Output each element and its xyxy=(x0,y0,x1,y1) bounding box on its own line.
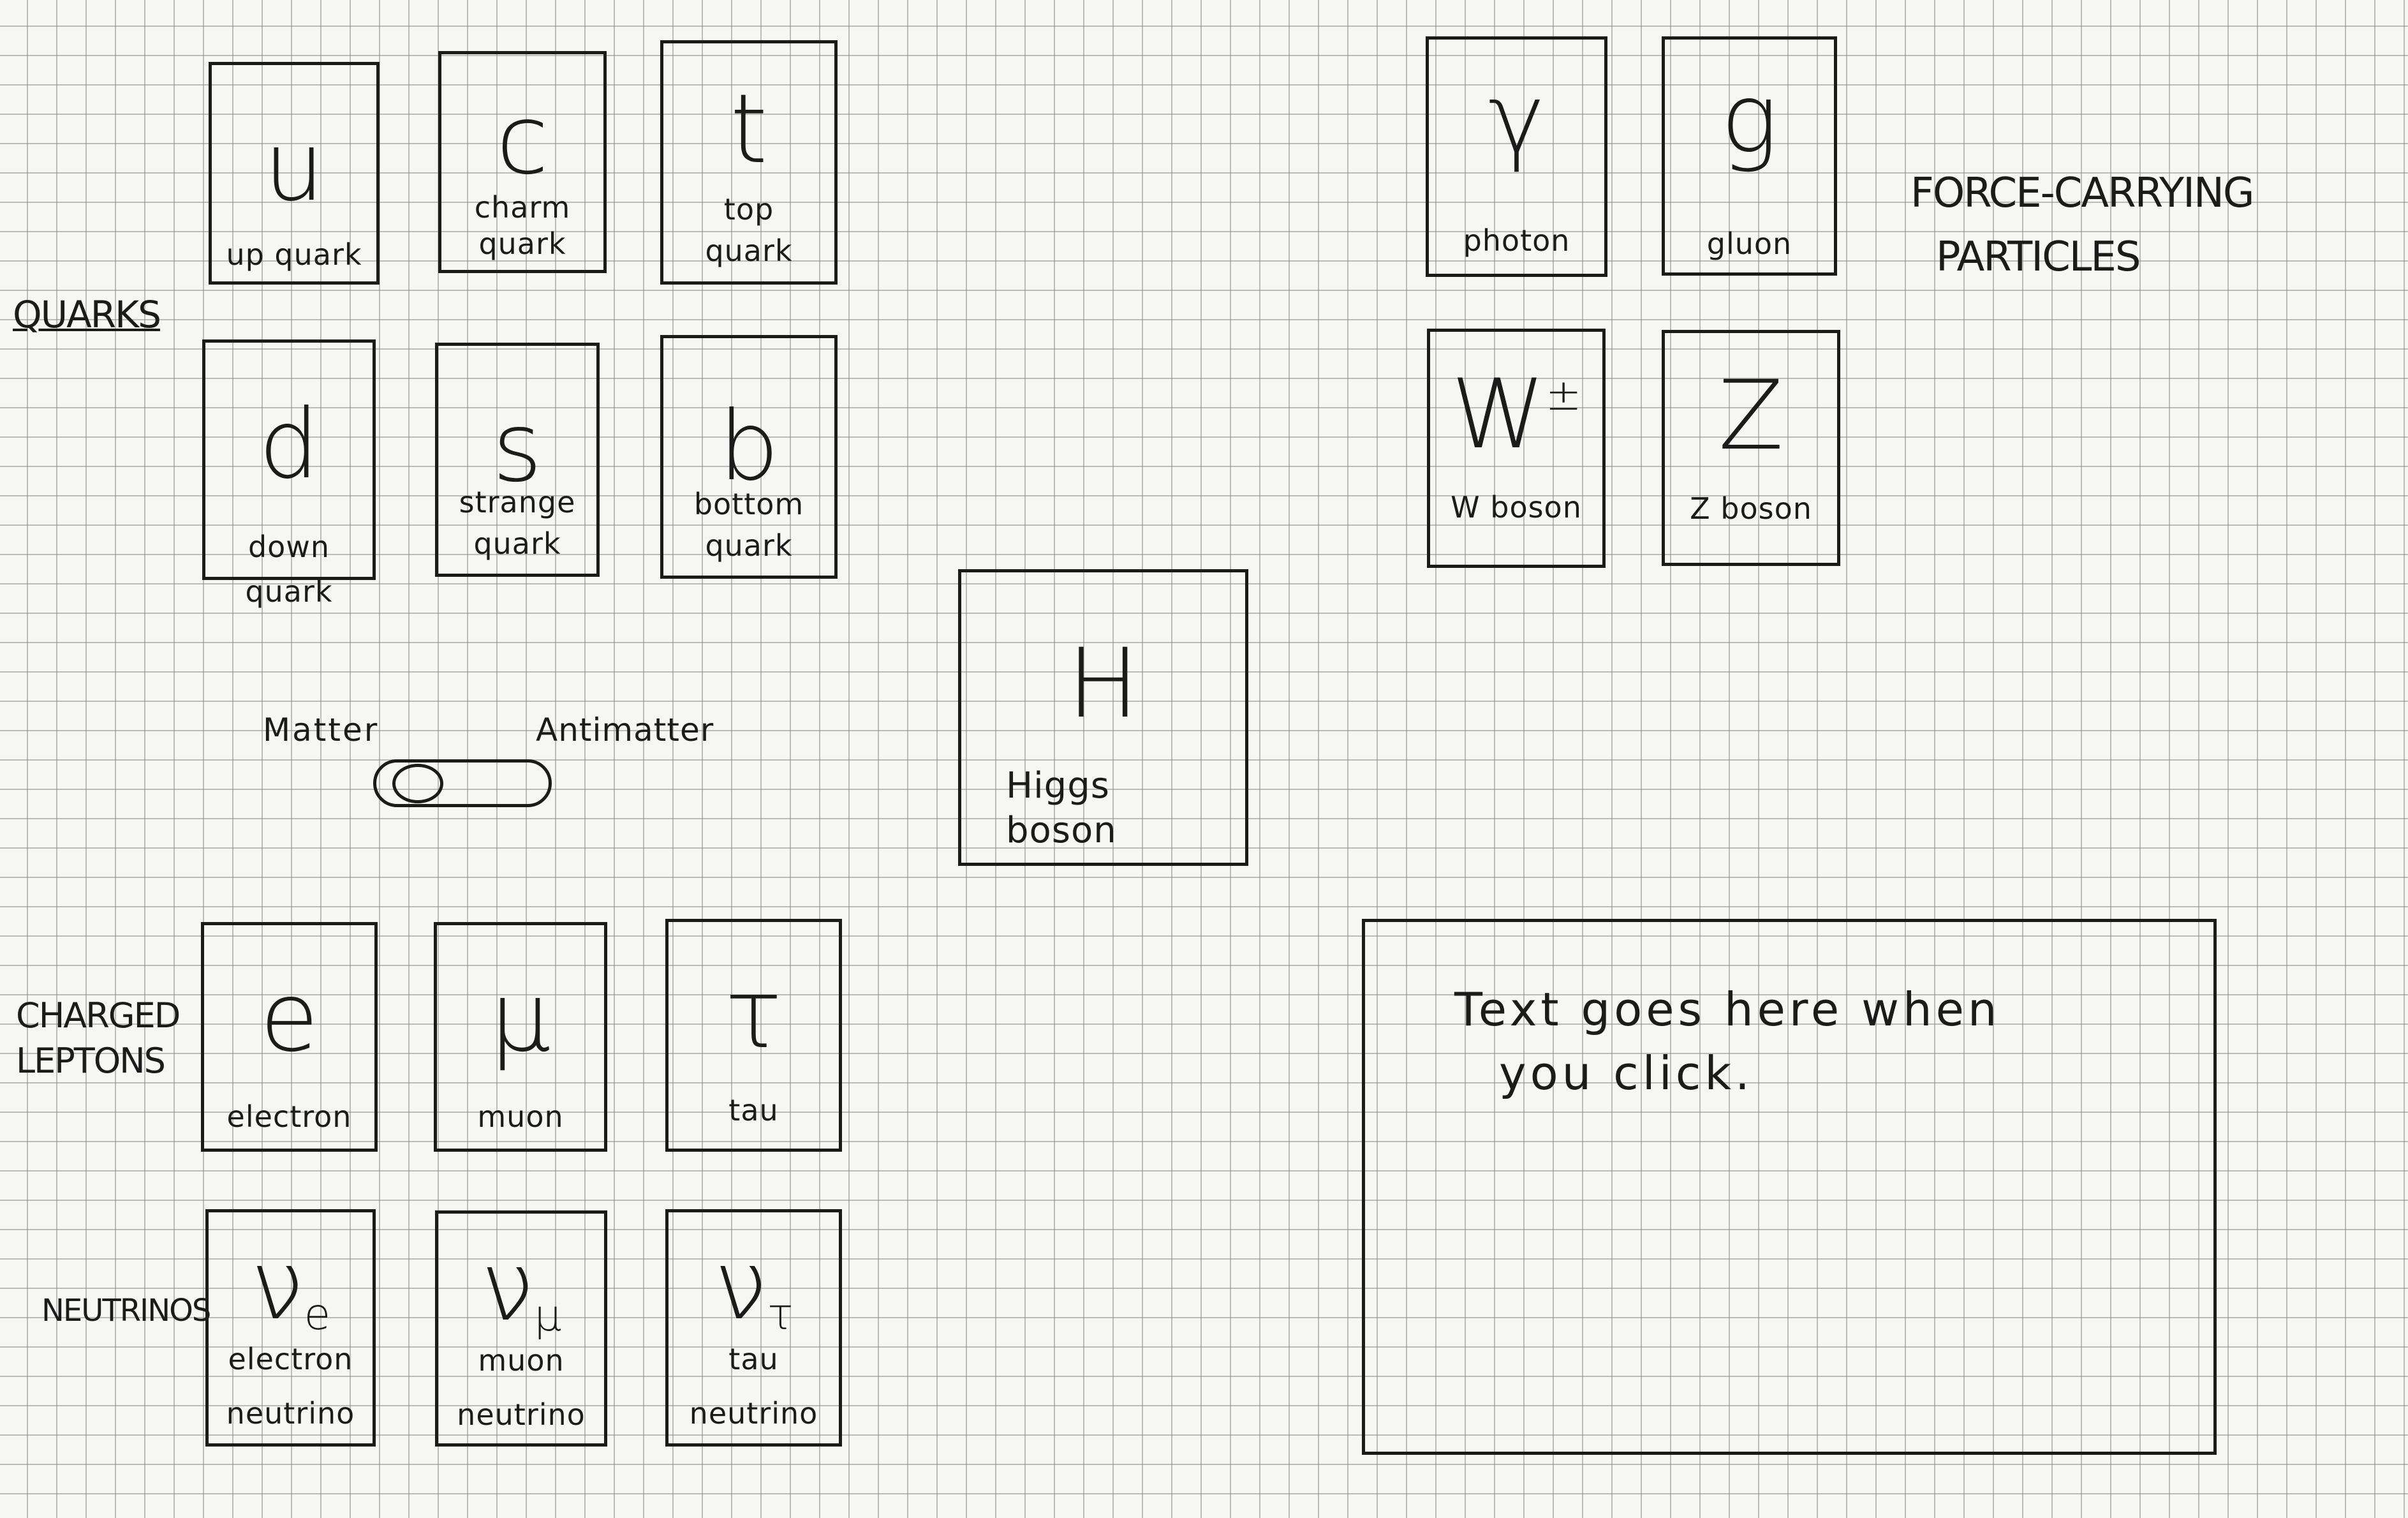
symbol-base: ν xyxy=(250,1230,304,1341)
charged-leptons-line1: CHARGED xyxy=(16,995,181,1036)
particle-card-z-boson[interactable]: Z Z boson xyxy=(1662,330,1840,566)
particle-name: bottom xyxy=(693,487,804,521)
toggle-knob[interactable] xyxy=(392,764,443,803)
particle-card-w-boson[interactable]: W± W boson xyxy=(1427,329,1606,568)
particle-symbol: ντ xyxy=(668,1238,839,1336)
symbol-base: ν xyxy=(480,1232,535,1343)
particle-symbol: νe xyxy=(209,1238,373,1336)
particle-symbol: c xyxy=(496,85,549,196)
particle-name: photon xyxy=(1463,223,1570,258)
quarks-label: QUARKS xyxy=(13,293,161,336)
particle-name-line2: neutrino xyxy=(226,1396,355,1431)
particle-name-line2: quark xyxy=(473,526,561,561)
particle-symbol: τ xyxy=(725,959,783,1070)
particle-name: electron xyxy=(228,1342,353,1376)
particle-card-higgs-boson[interactable]: H Higgs boson xyxy=(958,569,1248,866)
force-carrying-label: FORCE-CARRYING PARTICLES xyxy=(1910,170,2254,281)
particle-name: muon xyxy=(477,1099,564,1134)
info-panel: Text goes here when you click. xyxy=(1362,919,2217,1455)
force-carrying-line2: PARTICLES xyxy=(1936,234,2141,281)
particle-symbol: s xyxy=(492,392,543,503)
matter-label: Matter xyxy=(263,711,380,748)
particle-name: electron xyxy=(226,1099,352,1134)
matter-antimatter-toggle[interactable] xyxy=(373,759,552,807)
particle-card-gluon[interactable]: g gluon xyxy=(1662,36,1837,276)
particle-name: Z boson xyxy=(1690,491,1812,526)
particle-card-bottom-quark[interactable]: b bottom quark xyxy=(660,335,838,579)
particle-name: down quark xyxy=(245,530,333,609)
charged-leptons-label: CHARGED LEPTONS xyxy=(16,995,181,1082)
antimatter-label: Antimatter xyxy=(536,711,714,748)
particle-symbol: d xyxy=(258,389,320,500)
particle-name-line2: boson xyxy=(1006,810,1117,851)
particle-symbol: u xyxy=(263,112,325,223)
symbol-subscript: τ xyxy=(767,1288,794,1339)
particle-name: Higgs xyxy=(1006,765,1110,807)
particle-name-line2: neutrino xyxy=(457,1397,586,1432)
particle-name: tau xyxy=(728,1342,779,1376)
particle-name-line2: quark xyxy=(478,227,566,261)
particle-name: top xyxy=(723,192,774,227)
symbol-subscript: e xyxy=(304,1288,331,1339)
particle-symbol: W± xyxy=(1430,367,1602,463)
particle-symbol: t xyxy=(730,74,768,185)
symbol-base: W xyxy=(1451,359,1546,470)
info-text-line1: Text goes here when xyxy=(1454,983,2001,1036)
particle-card-tau[interactable]: τ tau xyxy=(665,919,842,1152)
particle-card-strange-quark[interactable]: s strange quark xyxy=(435,343,600,577)
particle-symbol: γ xyxy=(1488,64,1545,175)
particle-symbol: Z xyxy=(1718,361,1784,472)
symbol-subscript: μ xyxy=(534,1290,562,1341)
particle-symbol: e xyxy=(260,962,319,1073)
particle-name-line2: neutrino xyxy=(689,1396,818,1431)
particle-card-electron[interactable]: e electron xyxy=(201,922,378,1152)
particle-symbol: H xyxy=(1067,629,1139,740)
particle-name: up quark xyxy=(226,237,362,272)
particle-name-line2: quark xyxy=(705,234,793,268)
particle-name: tau xyxy=(728,1093,779,1127)
neutrinos-label: NEUTRINOS xyxy=(41,1293,211,1328)
particle-name: strange xyxy=(459,485,576,519)
symbol-superscript: ± xyxy=(1545,369,1582,420)
particle-symbol: νμ xyxy=(438,1239,604,1337)
charged-leptons-line2: LEPTONS xyxy=(16,1041,166,1082)
force-carrying-line1: FORCE-CARRYING xyxy=(1910,170,2254,217)
particle-symbol: μ xyxy=(490,962,551,1073)
particle-name: W boson xyxy=(1451,490,1582,525)
particle-name: muon xyxy=(478,1343,565,1378)
particle-card-muon[interactable]: μ muon xyxy=(434,922,607,1152)
particle-name: gluon xyxy=(1706,227,1792,261)
particle-symbol: b xyxy=(718,391,779,502)
particle-card-photon[interactable]: γ photon xyxy=(1426,36,1607,277)
particle-card-down-quark[interactable]: d down quark xyxy=(202,339,376,609)
info-text-line2: you click. xyxy=(1499,1046,1754,1100)
particle-symbol: g xyxy=(1720,64,1778,175)
particle-name: charm xyxy=(474,190,571,225)
particle-card-charm-quark[interactable]: c charm quark xyxy=(438,51,607,273)
symbol-base: ν xyxy=(714,1230,768,1341)
particle-card-up-quark[interactable]: u up quark xyxy=(209,62,380,285)
particle-card-electron-neutrino[interactable]: νe electron neutrino xyxy=(205,1209,376,1447)
particle-card-muon-neutrino[interactable]: νμ muon neutrino xyxy=(435,1210,607,1447)
particle-card-tau-neutrino[interactable]: ντ tau neutrino xyxy=(665,1209,842,1447)
particle-name-line2: quark xyxy=(705,528,793,563)
particle-card-top-quark[interactable]: t top quark xyxy=(660,40,838,285)
